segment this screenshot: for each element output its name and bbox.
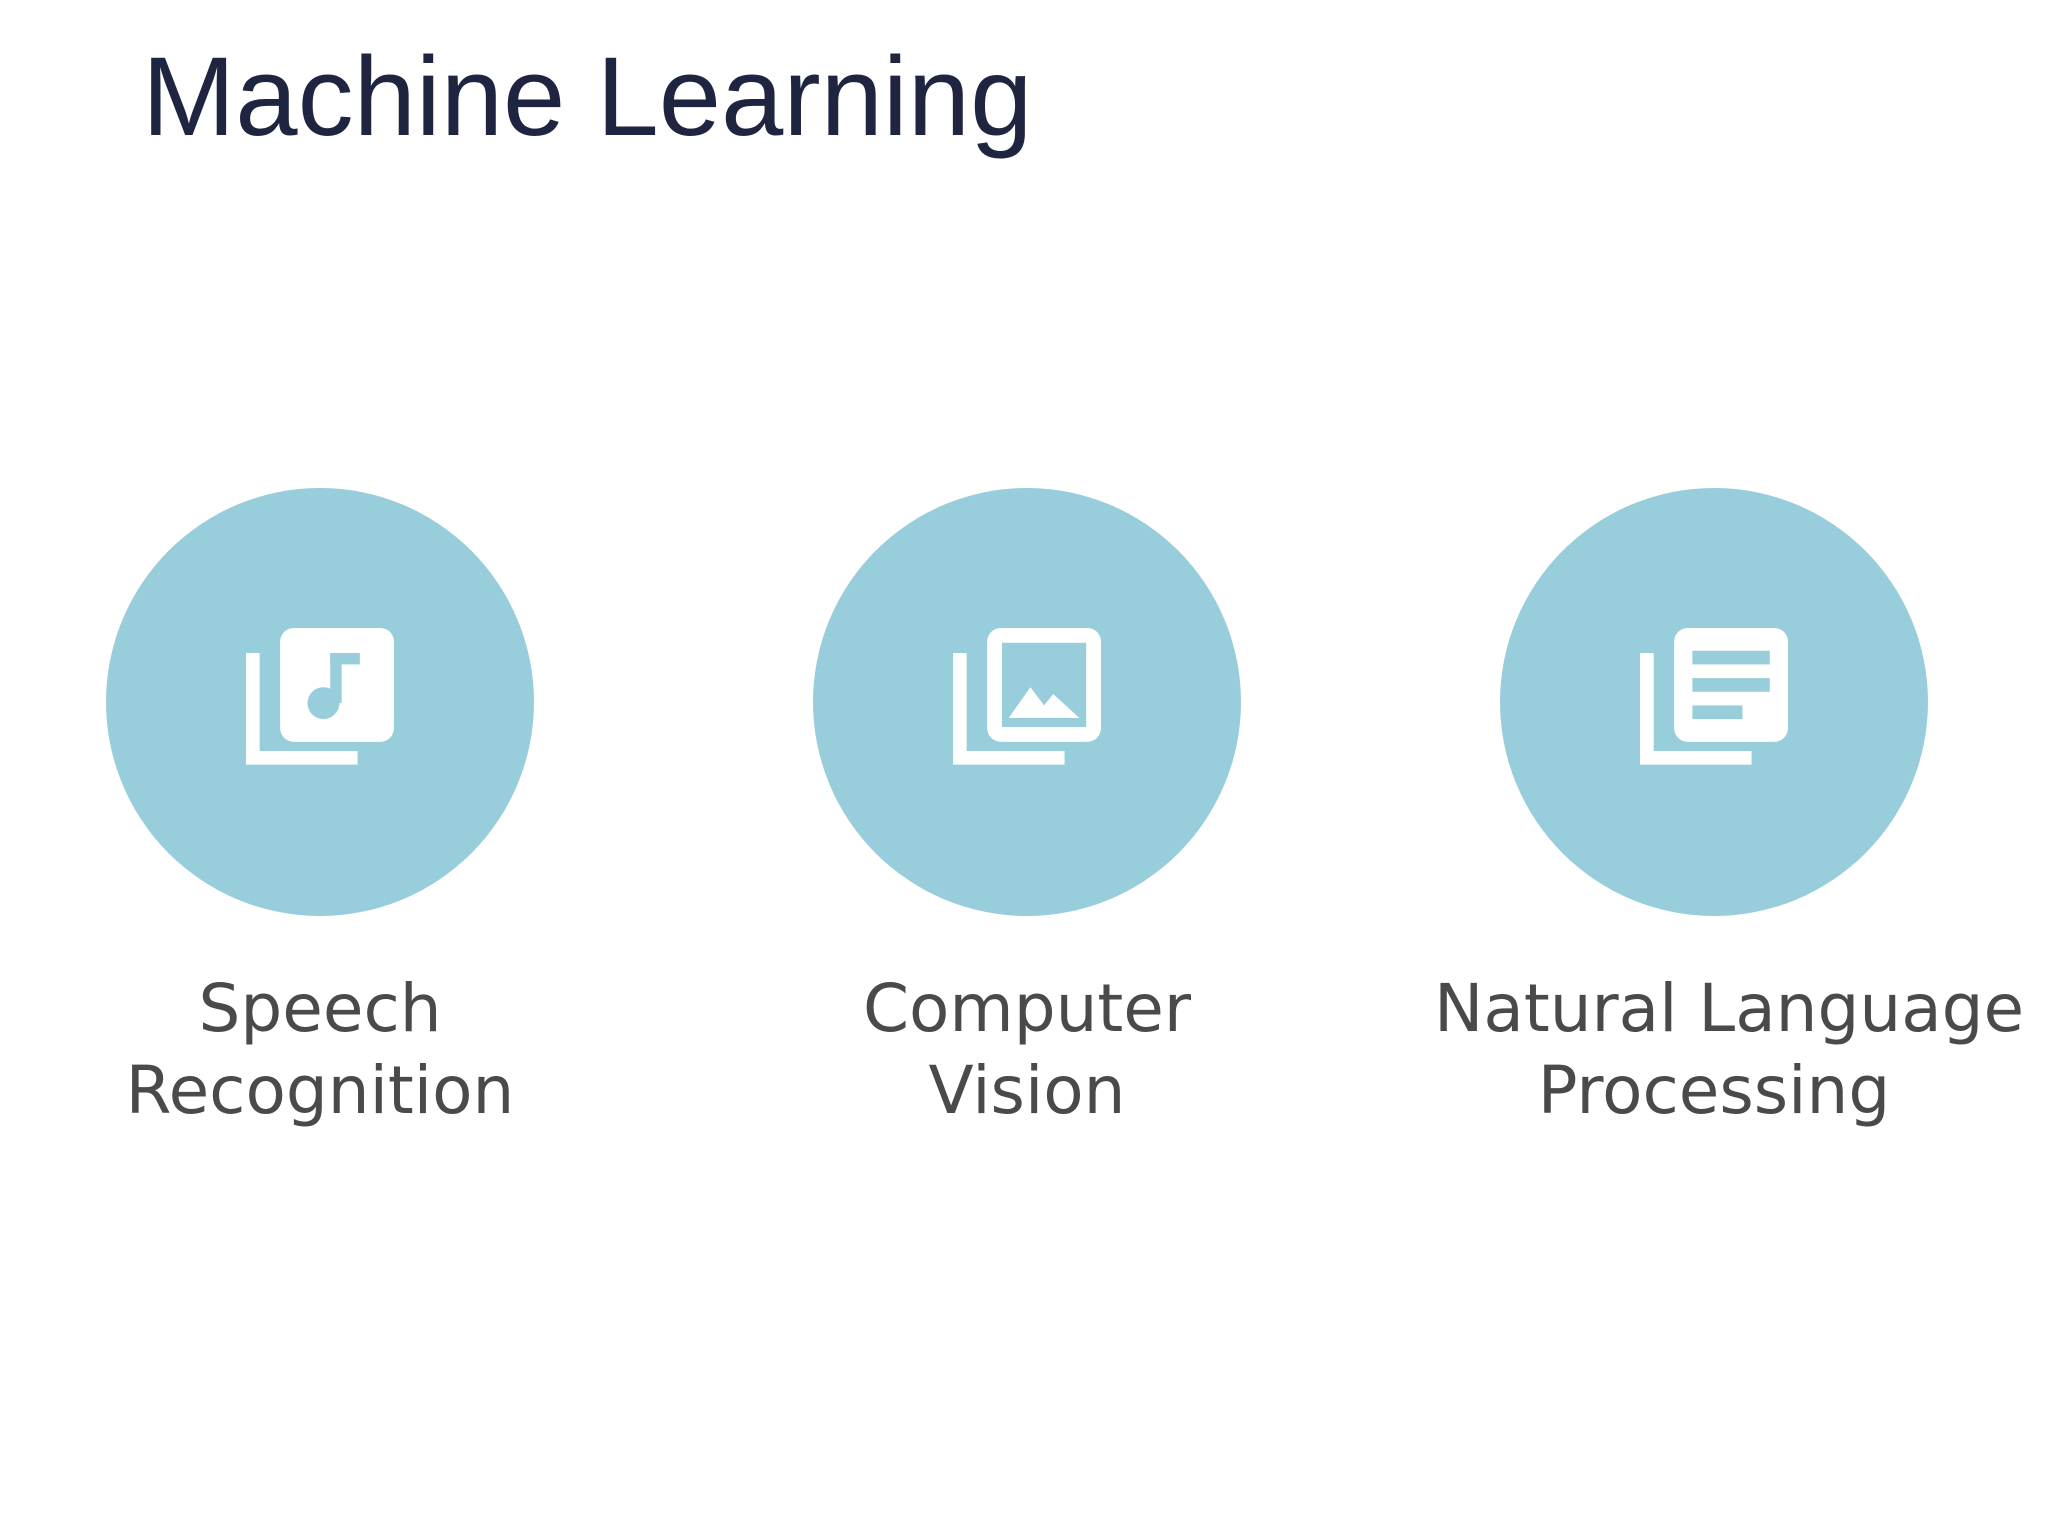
label-line: Processing <box>1537 1052 1891 1129</box>
label-line: Speech <box>198 970 442 1047</box>
page-title: Machine Learning <box>142 34 1033 159</box>
label-line: Natural Language <box>1434 970 2025 1047</box>
music-library-icon <box>246 628 394 765</box>
photo-library-icon <box>953 628 1101 765</box>
label-line: Computer <box>862 970 1192 1047</box>
concept-label: Natural Language Processing <box>1434 968 2025 1132</box>
icon-circle <box>1500 488 1928 916</box>
concept-label: Speech Recognition <box>40 968 600 1132</box>
concept-label: Computer Vision <box>747 968 1307 1132</box>
label-line: Recognition <box>125 1052 515 1129</box>
text-library-icon <box>1640 628 1788 765</box>
icon-circle <box>106 488 534 916</box>
label-line: Vision <box>928 1052 1126 1129</box>
icon-circle <box>813 488 1241 916</box>
